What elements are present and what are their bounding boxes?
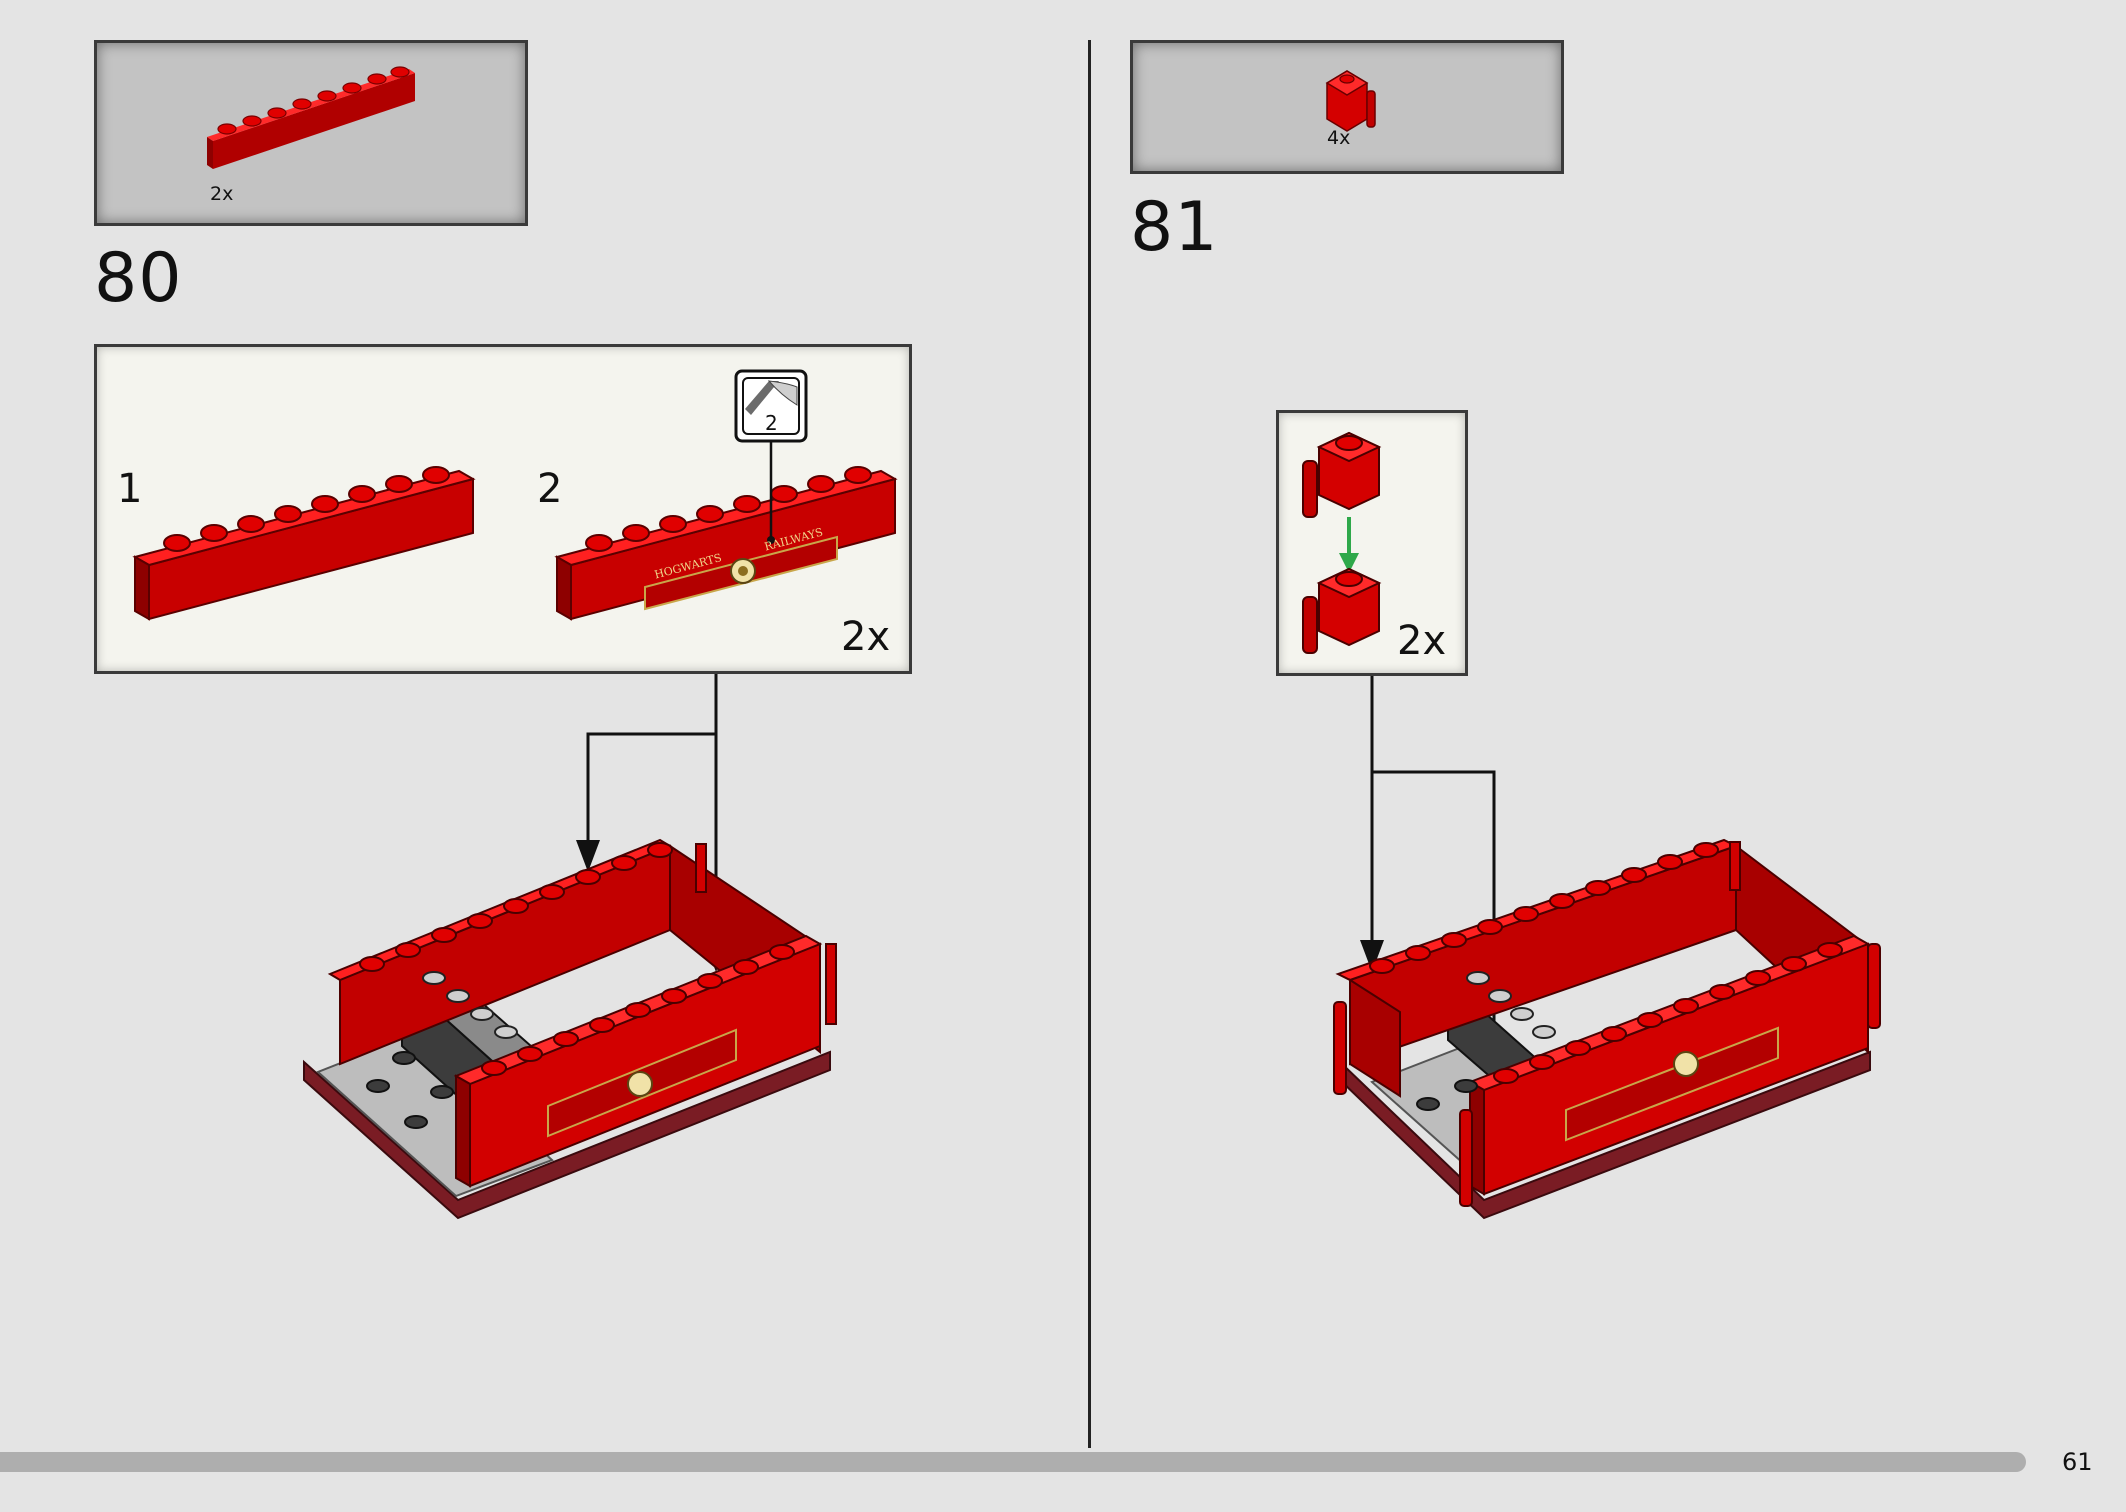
step81-parts-quantity: 4x [1327, 127, 1351, 149]
page-number: 61 [2062, 1448, 2093, 1476]
step80-subassembly-box: 1 2 [94, 344, 912, 674]
stacked-clip-bricks-drawing [1302, 431, 1382, 654]
green-arrow-icon [1339, 553, 1359, 573]
step-number-81: 81 [1130, 188, 1219, 267]
subassembly-drawing [132, 369, 898, 621]
red-1x1-brick-with-clip-part-icon [1325, 70, 1376, 132]
sub-step-number-1: 1 [117, 466, 143, 512]
red-1x1-brick-with-clip-icon [1302, 431, 1382, 518]
red-1x8-brick-with-sticker-icon [554, 466, 898, 621]
sub-step-number-2: 2 [537, 466, 563, 512]
step81-sub-quantity: 2x [1397, 618, 1447, 664]
sticker-callout [734, 369, 808, 544]
step-number-80: 80 [94, 239, 183, 318]
step81-subassembly-box: 2x [1276, 410, 1468, 676]
step80-parts-quantity: 2x [210, 183, 234, 205]
red-1x1-brick-with-clip-icon [1302, 567, 1382, 654]
step81-parts-list: 4x [1130, 40, 1564, 174]
step80-parts-list: 2x [94, 40, 528, 226]
red-1x8-brick-icon [132, 466, 476, 621]
sticker-number: 2 [765, 411, 778, 435]
step80-sub-quantity: 2x [841, 614, 891, 660]
red-1x8-brick-part-icon [207, 66, 415, 169]
page-divider [1088, 40, 1091, 1448]
progress-bar [0, 1452, 2026, 1472]
